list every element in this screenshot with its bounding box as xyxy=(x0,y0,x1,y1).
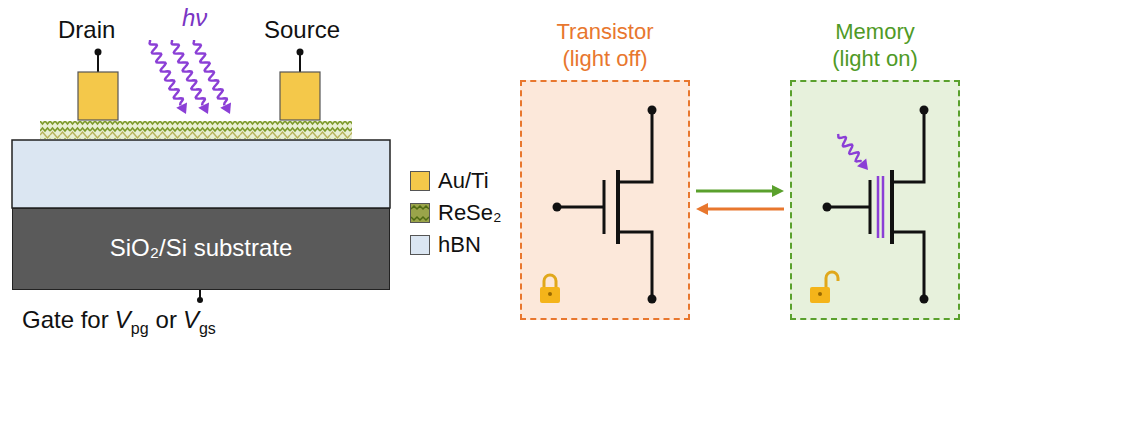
mode-switch-arrow xyxy=(696,185,784,197)
arrow-shaft xyxy=(707,208,784,211)
light-wave xyxy=(838,134,862,161)
mode-title: Transistor (light off) xyxy=(545,19,665,72)
terminal-label: Source xyxy=(264,16,340,44)
hbn-layer xyxy=(12,140,390,208)
legend-swatch xyxy=(410,203,430,223)
memory-symbol xyxy=(792,82,962,322)
transistor-box: Transistor (light off) xyxy=(520,80,690,320)
source-terminal xyxy=(297,49,304,56)
terminal-label: Drain xyxy=(58,16,115,44)
light-arrowhead xyxy=(176,102,187,114)
substrate-layer: SiO₂/Si substrate xyxy=(12,208,390,290)
arrow-shaft xyxy=(696,190,773,193)
substrate-label: SiO₂/Si substrate xyxy=(13,234,389,263)
arrow-head xyxy=(696,203,708,215)
transistor-symbol xyxy=(522,82,692,322)
lock-icon xyxy=(540,275,560,303)
legend-text: Au/Ti xyxy=(438,168,489,193)
gate-label: or xyxy=(156,306,177,333)
drain-terminal xyxy=(95,49,102,56)
drain-pad xyxy=(78,72,118,120)
gate-label: Gate for xyxy=(22,306,109,333)
light-arrowhead xyxy=(857,158,868,170)
light-arrows xyxy=(150,40,231,114)
gate-terminal xyxy=(197,297,203,303)
rese2-layer xyxy=(40,121,352,139)
mode-title: Memory (light on) xyxy=(815,19,935,72)
legend-swatch xyxy=(410,171,430,191)
unlock-icon xyxy=(810,272,838,303)
swatch-pattern xyxy=(411,204,429,222)
swatch-zigzag xyxy=(411,206,429,220)
memory-box: Memory (light on) xyxy=(790,80,960,320)
light-wave xyxy=(194,40,227,105)
voltage-symbol: V xyxy=(183,306,199,333)
voltage-symbol: V xyxy=(115,306,131,333)
voltage-subscript: pg xyxy=(131,320,149,337)
mode-switch-arrow xyxy=(696,203,784,215)
legend-text: hBN xyxy=(438,232,481,257)
gate-label-line: Gate forVpgorVgs xyxy=(22,306,216,338)
voltage-subscript: gs xyxy=(199,320,216,337)
photon-label: hν xyxy=(182,4,207,32)
source-pad xyxy=(280,72,320,120)
light-arrowhead xyxy=(198,102,209,114)
legend-swatch xyxy=(410,235,430,255)
legend-text: ReSe₂ xyxy=(438,200,502,225)
light-wave xyxy=(150,40,183,105)
light-arrowhead xyxy=(220,102,231,114)
arrow-head xyxy=(772,185,784,197)
light-wave xyxy=(172,40,205,105)
